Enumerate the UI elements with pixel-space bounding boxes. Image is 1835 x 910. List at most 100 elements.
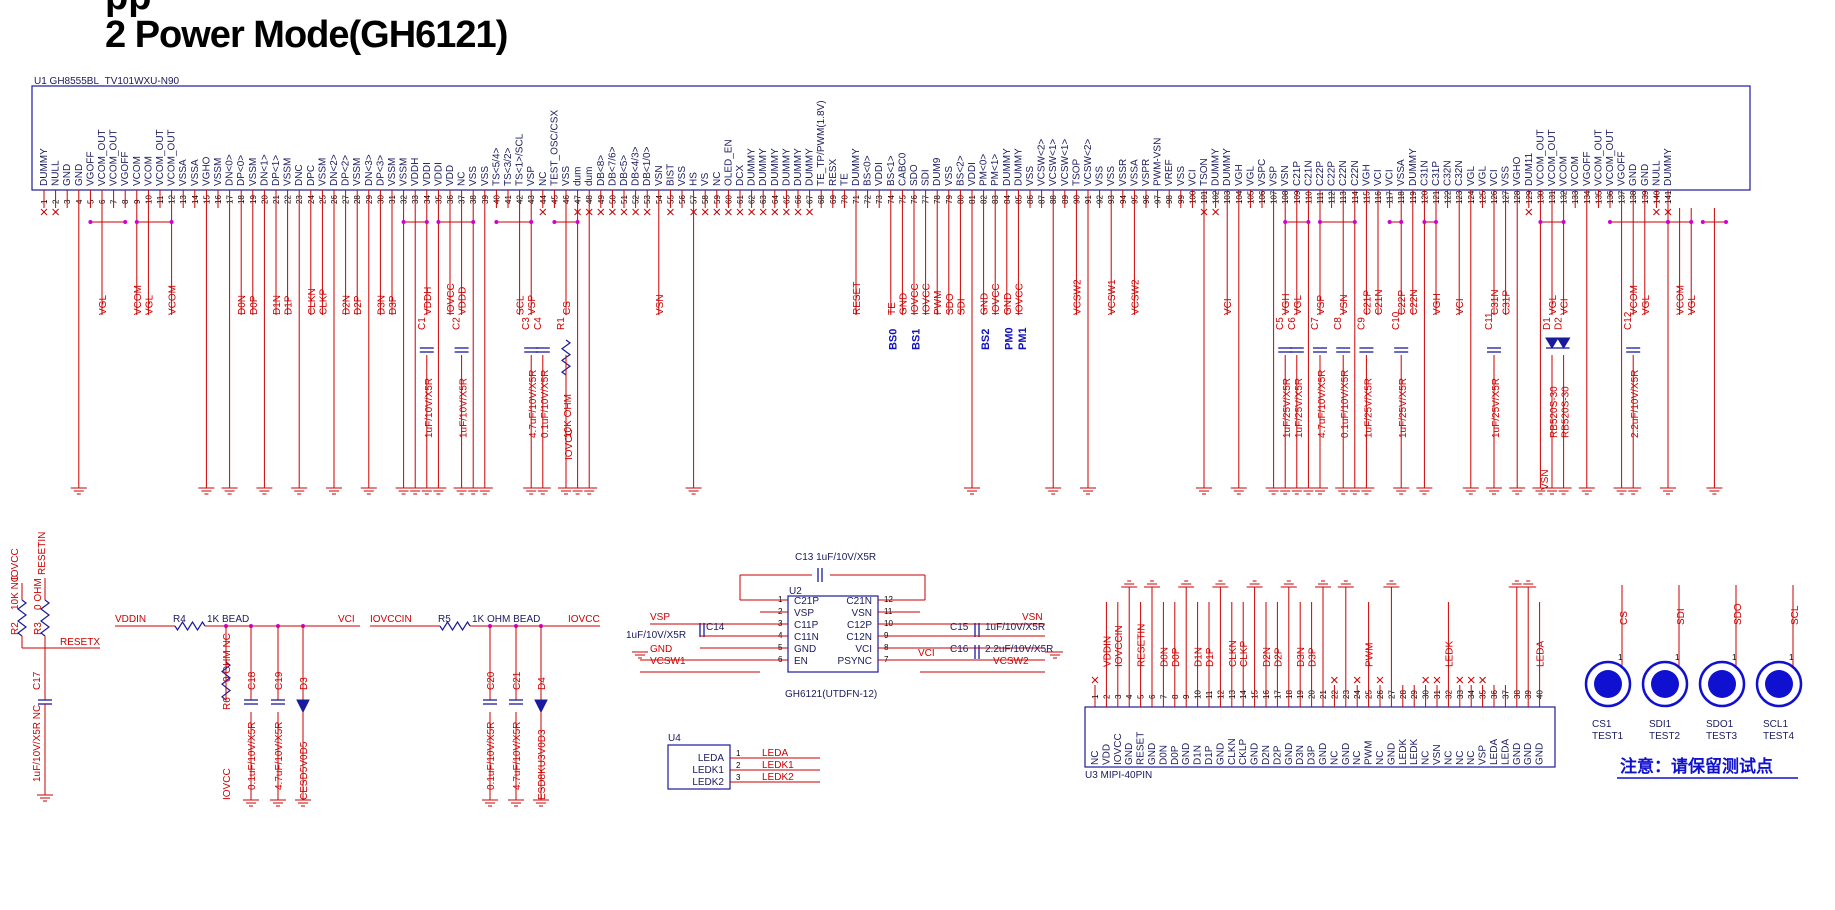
net-label-vddd: VDDD: [458, 287, 469, 315]
u3-pin-name: NC: [1352, 751, 1363, 765]
component-ref-r6: R6: [222, 697, 233, 710]
net-label-d1n: D1N: [1194, 647, 1205, 667]
net-label-vgl: VGL: [1293, 295, 1304, 315]
u1-pin-name: DCX: [735, 165, 746, 186]
net-label-clkn: CLKN: [1228, 640, 1239, 667]
u3-pin-name: GND: [1523, 743, 1534, 765]
junction-dot: [1306, 220, 1311, 224]
u1-pin-name: PWM-VSN: [1153, 138, 1164, 186]
u1-pin-name: BS<1>: [886, 155, 897, 186]
component-value-c7: 4.7uF/10V/X5R: [1317, 370, 1328, 438]
net-label-vgl: VGL: [1548, 295, 1559, 315]
net-label-vsn: VSN: [655, 294, 666, 315]
nc-mark: [1456, 676, 1464, 684]
u1-pin-name: dum: [573, 167, 584, 186]
u1-pin-name: VSSM: [317, 158, 328, 186]
u3-pin-name: D3N: [1295, 745, 1306, 765]
u3-pin-name: D0P: [1170, 745, 1181, 765]
u1-pin-name: VSSA: [178, 159, 189, 186]
u1-pin-name: DP<0>: [236, 155, 247, 186]
junction-dot: [1538, 220, 1543, 224]
component-value-c1: 1uF/10V/X5R: [424, 378, 435, 438]
test-point-pad-fill: [1708, 670, 1736, 698]
u1-pin-name: GND: [1628, 164, 1639, 186]
u3-mipi-connector: U3 MIPI-40PINNC1VDD2VDDINIOVCC3IOVCCINGN…: [1084, 580, 1556, 781]
net-label-scl: SCL: [1790, 605, 1801, 625]
u1-pin-name: DN<3>: [364, 154, 375, 186]
test-point-ref: CS1: [1592, 719, 1612, 730]
u1-pin-name: C22N: [1350, 160, 1361, 186]
nc-mark: [1091, 676, 1099, 684]
u2-pin-name: C11N: [794, 632, 819, 643]
u1-pin-name: VCI: [1489, 169, 1500, 186]
nc-mark: [539, 208, 547, 216]
u4-pin-number: 1: [736, 749, 741, 758]
u1-pin-name: VCOM_OUT: [109, 129, 120, 186]
u3-pin-name: GND: [1386, 743, 1397, 765]
u2-pin-name: VCI: [855, 644, 872, 655]
nc-mark: [632, 208, 639, 216]
junction-dot: [575, 220, 580, 224]
net-label-c22n: C22N: [1409, 289, 1420, 315]
nc-mark: [701, 208, 709, 216]
u1-pin-name: DUMMY: [758, 148, 769, 186]
net-label-leda: LEDA: [1536, 641, 1547, 667]
u1-ref-label: U1 GH8555BL_TV101WXU-N90: [34, 76, 180, 87]
u4-pin-number: 3: [736, 773, 741, 782]
u1-pin-name: VSS: [1025, 166, 1036, 186]
nc-mark: [643, 208, 651, 216]
net-label-vgh: VGH: [1281, 293, 1292, 315]
u1-pin-name: C32N: [1454, 160, 1465, 186]
u1-pin-name: DUMMY: [851, 148, 862, 186]
u1-pin-name: C21N: [1303, 160, 1314, 186]
test-point-ref: SDI1: [1649, 719, 1672, 730]
component-ref-c6: C6: [1287, 317, 1298, 330]
u1-pin-name: PM<1>: [990, 154, 1001, 186]
u1-display-driver: U1 GH8555BL_TV101WXU-N90DUMMY1NULL2GND3G…: [31, 76, 1751, 495]
u1-pin-name: NC: [457, 172, 468, 186]
net-label-d0p: D0P: [249, 295, 260, 315]
u1-pin-name: C21P: [1292, 161, 1303, 186]
net-label-c31n: C31N: [1490, 289, 1501, 315]
junction-dot: [1422, 220, 1427, 224]
u2-part-label: GH6121(UTDFN-12): [785, 689, 877, 700]
u3-pin-name: RESET: [1136, 732, 1147, 765]
net-label-iovccin: IOVCCIN: [370, 614, 412, 625]
component-ref-d2: D2: [1554, 317, 1565, 330]
u1-pin-name: VS: [700, 172, 711, 186]
u2-pin-name: C21N: [846, 596, 872, 607]
u1-pin-name: VSPC: [1257, 159, 1268, 186]
net-label-d2p: D2P: [1273, 647, 1284, 667]
u2-charge-pump: U2GH6121(UTDFN-12)C21P1VSP2C11P3C11N4GND…: [626, 552, 1063, 700]
u1-pin-name: DB<7/6>: [607, 146, 618, 186]
net-label-resetin: RESETIN: [1137, 624, 1148, 667]
component-value-c16: 2.2uF/10V/X5R: [985, 644, 1053, 655]
u1-pin-name: VSS: [1095, 166, 1106, 186]
net-label-d3p: D3P: [1308, 647, 1319, 667]
u1-pin-name: C32N: [1443, 160, 1454, 186]
net-label-vsn: VSN: [1339, 294, 1350, 315]
component-ref-c9: C9: [1356, 317, 1367, 330]
u1-pin-name: VCOM_OUT: [1535, 129, 1546, 186]
junction-dot: [494, 220, 499, 224]
u3-pin-name: NC: [1329, 751, 1340, 765]
u1-pin-name: VSS: [468, 166, 479, 186]
net-label-resetx: RESETX: [60, 637, 100, 648]
component-ref-c3: C3: [521, 317, 532, 330]
net-label-reset: RESET: [852, 282, 863, 315]
net-label-d1p: D1P: [284, 295, 295, 315]
net-label-iovcc: IOVCC: [446, 283, 457, 315]
test-point-label: TEST3: [1706, 731, 1738, 742]
u1-pin-name: TS<1>/SCL: [515, 133, 526, 186]
net-label-d2n: D2N: [1262, 647, 1273, 667]
u1-pin-name: VCOM: [1559, 156, 1570, 186]
u1-pin-name: DUMMY: [781, 148, 792, 186]
net-label-vgl: VGL: [1641, 295, 1652, 315]
net-label-sdo: SDO: [1733, 603, 1744, 625]
junction-dot: [1724, 220, 1728, 224]
net-label-d0n: D0N: [1159, 647, 1170, 667]
u3-pin-name: NC: [1421, 751, 1432, 765]
junction-dot: [401, 220, 406, 224]
resistor-r5: [439, 620, 471, 632]
u1-pin-name: VDDI: [967, 162, 978, 186]
